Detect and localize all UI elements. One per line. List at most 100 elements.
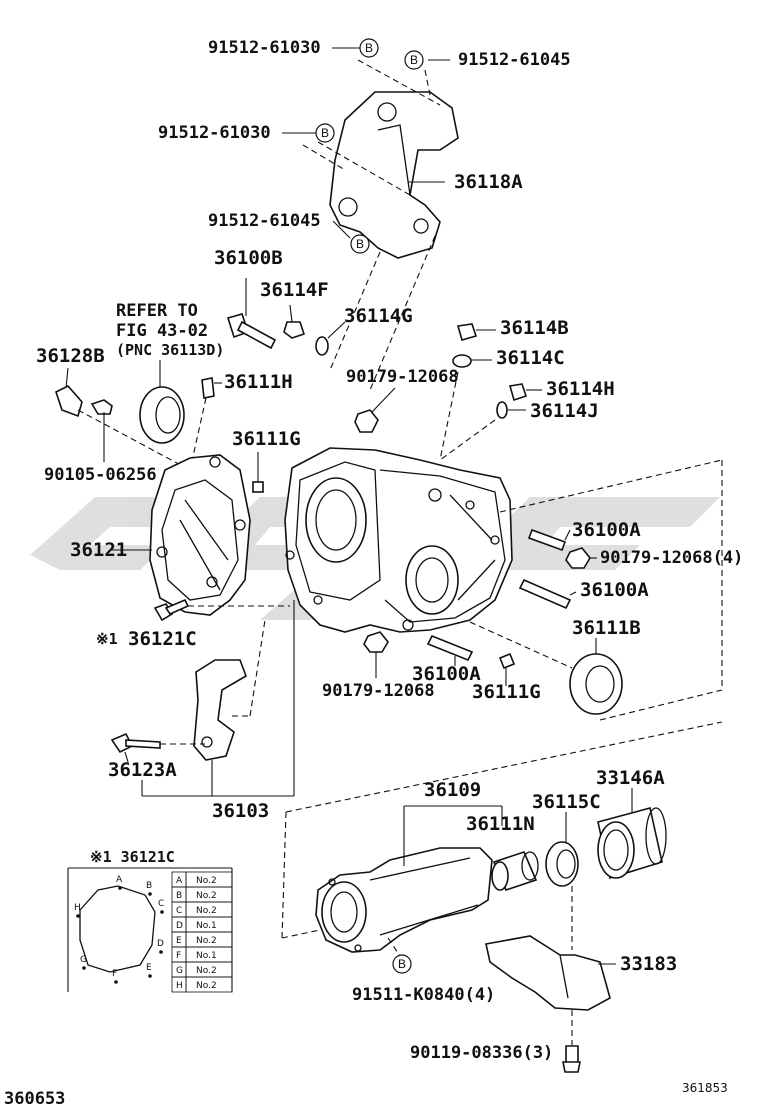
marker-b	[359, 38, 379, 58]
part-label-36114J: 36114J	[530, 400, 599, 422]
part-label-90179-12068-top: 90179-12068	[346, 367, 459, 387]
leaders-top	[282, 47, 450, 391]
inset-point-dot	[148, 892, 152, 896]
inset-table-key: B	[176, 891, 182, 901]
nut-90179-top	[354, 387, 396, 433]
refer-line-3: (PNC 36113D)	[116, 341, 224, 359]
inset-point-label: F	[112, 969, 117, 979]
inset-table-key: G	[176, 966, 183, 976]
part-label-36111B: 36111B	[572, 617, 641, 639]
part-label-33183: 33183	[620, 953, 677, 975]
part-label-36111G-top: 36111G	[232, 428, 301, 450]
part-label-36114H: 36114H	[546, 378, 615, 400]
refer-line-2: FIG 43-02	[116, 321, 208, 341]
inset-table-value: No.2	[196, 891, 217, 901]
part-label-36111G-bottom: 36111G	[472, 681, 541, 703]
bracket-36118A	[329, 91, 459, 259]
inset-point-dot	[118, 886, 122, 890]
stud-36100A-1	[527, 528, 571, 552]
part-label-36100A-2: 36100A	[580, 579, 649, 601]
part-label-36123A: 36123A	[108, 759, 177, 781]
washer-36114C	[452, 354, 492, 368]
case-cover-36121	[149, 454, 251, 616]
leader-36109	[403, 805, 503, 866]
bracket-33183	[485, 935, 616, 1045]
part-label-36114C: 36114C	[496, 347, 565, 369]
leader-36114C	[439, 371, 459, 461]
part-label-36128B: 36128B	[36, 345, 105, 367]
inset-table-key: F	[176, 951, 181, 961]
part-label-36111N: 36111N	[466, 813, 535, 835]
washer-36114G	[315, 321, 346, 356]
inset-table-key: C	[176, 906, 182, 916]
inset-point-label: E	[146, 963, 152, 973]
dowel-36111G-bottom	[498, 652, 516, 686]
bushing-36111N	[491, 851, 539, 891]
part-label-36100B: 36100B	[214, 247, 283, 269]
marker-b-text: B	[398, 957, 406, 971]
part-label-36121: 36121	[70, 539, 127, 561]
oil-seal-left	[139, 386, 185, 444]
marker-b-group: B B B B B	[315, 38, 424, 974]
inset-table-key: A	[176, 876, 183, 886]
marker-b	[404, 50, 424, 70]
inset-point-dot	[114, 980, 118, 984]
inset-table-key: D	[176, 921, 183, 931]
inset-table-key: E	[176, 936, 182, 946]
inset-table-value: No.2	[196, 906, 217, 916]
inset-point-dot	[148, 974, 152, 978]
part-label-91512-61045-b: 91512-61045	[208, 211, 321, 231]
inset-point-label: G	[80, 955, 87, 965]
washer-36114J	[496, 401, 526, 419]
bracket-36103	[193, 619, 266, 761]
part-label-91511-K0840: 91511-K0840(4)	[352, 985, 495, 1005]
nut-90179-4	[565, 547, 597, 569]
oil-seal-36111B	[469, 621, 623, 715]
part-label-91512-61030-b: 91512-61030	[158, 123, 271, 143]
part-label-90179-12068-4: 90179-12068(4)	[600, 548, 743, 568]
leader-36114J	[439, 419, 496, 461]
dowel-36111G-top	[252, 452, 264, 493]
part-label-36100A-1: 36100A	[572, 519, 641, 541]
sleeve-33146A	[597, 788, 667, 880]
inset-point-label: A	[116, 875, 123, 885]
inset-point-label: C	[158, 899, 164, 909]
part-label-91512-61030-a: 91512-61030	[208, 38, 321, 58]
part-label-36109: 36109	[424, 779, 481, 801]
part-label-90179-12068-bottom: 90179-12068	[322, 681, 435, 701]
transfer-case-main	[284, 447, 513, 633]
leader-91511	[387, 937, 401, 957]
screw-90105	[90, 399, 113, 462]
marker-b-text: B	[356, 237, 364, 251]
dash-box-top	[499, 459, 723, 513]
part-label-36103: 36103	[212, 800, 269, 822]
dash-lower-bottom	[281, 929, 321, 939]
part-label-90105-06256: 90105-06256	[44, 465, 157, 485]
part-label-36118A: 36118A	[454, 171, 523, 193]
inset-table-value: No.2	[196, 936, 217, 946]
part-label-90119-08336: 90119-08336(3)	[410, 1043, 553, 1063]
stud-36100A-2	[518, 578, 577, 610]
stud-36100A-3	[426, 634, 474, 666]
dash-lower-top	[285, 721, 723, 813]
marker-b-text: B	[410, 53, 418, 67]
inset-point-label: B	[146, 881, 152, 891]
inset-table-value: No.1	[196, 921, 217, 931]
part-label-33146A: 33146A	[596, 767, 665, 789]
adapter-36109	[315, 847, 493, 953]
inset-point-dot	[160, 910, 164, 914]
bolt-36121C	[153, 598, 290, 622]
marker-b-text: B	[365, 41, 373, 55]
bolt-36123A	[110, 732, 205, 763]
footer-left-code: 360653	[4, 1089, 65, 1109]
inset-table-key: H	[176, 981, 183, 991]
dash-box-bottom	[599, 689, 723, 721]
part-label-36121C: 36121C	[128, 628, 197, 650]
clip-36128B	[55, 367, 191, 471]
part-label-36115C: 36115C	[532, 791, 601, 813]
part-label-36111H: 36111H	[224, 371, 293, 393]
footer-right-code: 361853	[682, 1081, 728, 1095]
part-label-36114G: 36114G	[344, 305, 413, 327]
nut-90179-bottom	[363, 631, 389, 678]
